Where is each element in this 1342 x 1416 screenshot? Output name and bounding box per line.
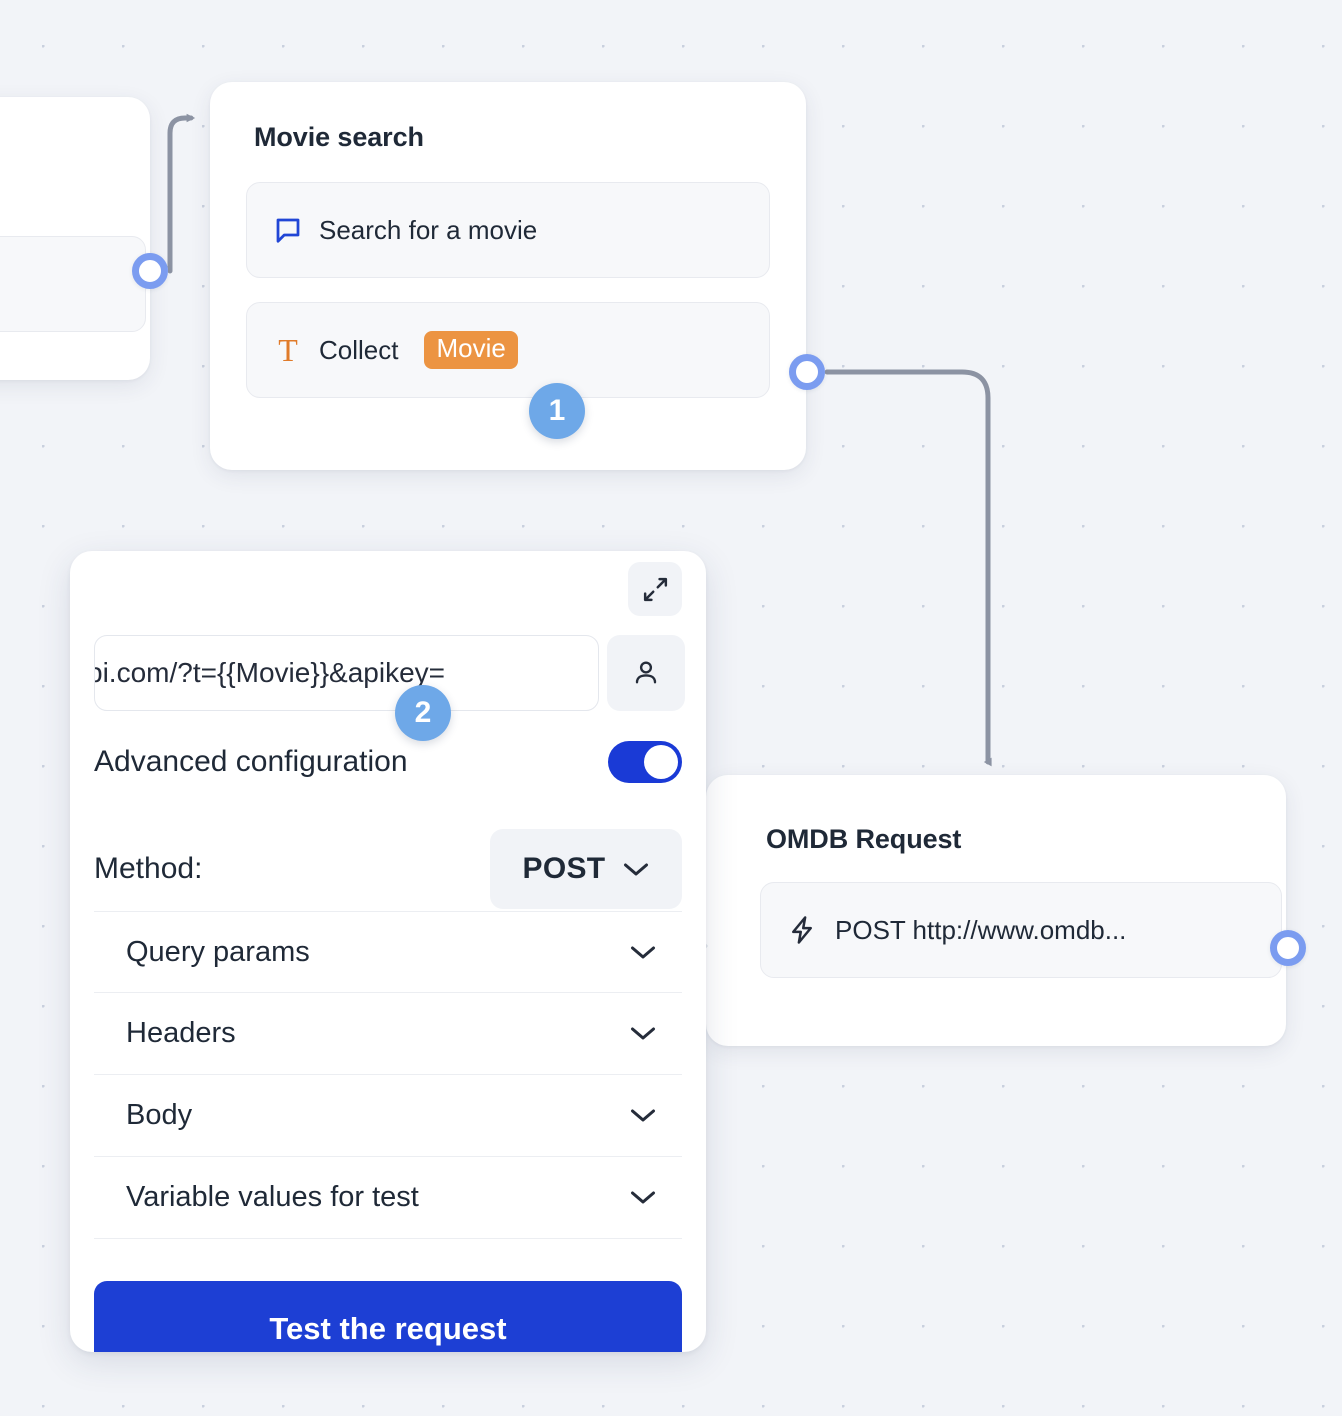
section-variable-values-for-test[interactable]: Variable values for test bbox=[94, 1157, 682, 1239]
section-label: Body bbox=[126, 1099, 193, 1131]
section-label: Headers bbox=[126, 1017, 236, 1049]
output-port-movie-search[interactable] bbox=[789, 354, 825, 390]
person-icon bbox=[635, 661, 657, 684]
chat-bubble-icon bbox=[276, 218, 300, 243]
lightning-bolt-icon bbox=[792, 916, 812, 944]
auth-user-button[interactable] bbox=[607, 635, 685, 711]
chevron-down-icon bbox=[631, 946, 655, 958]
request-config-panel[interactable]: pi.com/?t={{Movie}}&apikey= Advanced con… bbox=[70, 551, 706, 1352]
request-url-value: pi.com/?t={{Movie}}&apikey= bbox=[94, 657, 446, 688]
chevron-down-icon bbox=[631, 1109, 655, 1122]
url-row: pi.com/?t={{Movie}}&apikey= bbox=[94, 635, 685, 711]
node-title: OMDB Request bbox=[766, 824, 962, 854]
section-query-params[interactable]: Query params bbox=[94, 911, 682, 993]
method-label: Method: bbox=[94, 852, 203, 885]
node-row-label: POST http://www.omdb... bbox=[835, 914, 1127, 945]
method-value: POST bbox=[522, 852, 606, 885]
section-label: Variable values for test bbox=[126, 1181, 419, 1213]
node-card-omdb-request[interactable]: OMDB Request POST http://www.omdb... bbox=[689, 775, 1286, 1046]
variable-chip-movie[interactable]: Movie bbox=[424, 331, 518, 369]
chevron-down-icon bbox=[631, 1191, 655, 1204]
node-row-search-for-a-movie[interactable]: Search for a movie bbox=[246, 182, 770, 278]
node-row-collect-movie[interactable]: T Collect Movie bbox=[246, 302, 770, 398]
advanced-configuration-toggle[interactable] bbox=[608, 741, 682, 783]
test-the-request-button[interactable]: Test the request bbox=[94, 1281, 682, 1352]
node-row-label: Collect bbox=[319, 334, 399, 365]
section-body[interactable]: Body bbox=[94, 1075, 682, 1157]
step-marker-2: 2 bbox=[395, 685, 451, 741]
expand-diagonal-icon bbox=[643, 577, 667, 601]
node-row-label: Search for a movie bbox=[319, 214, 538, 245]
section-label: Query params bbox=[126, 935, 310, 968]
section-headers[interactable]: Headers bbox=[94, 993, 682, 1075]
node-card-partial[interactable] bbox=[0, 97, 150, 380]
text-input-icon: T bbox=[278, 332, 298, 368]
step-marker-1: 1 bbox=[529, 383, 585, 439]
chevron-down-icon bbox=[631, 1027, 655, 1040]
chevron-down-icon bbox=[624, 863, 649, 875]
method-select[interactable]: POST bbox=[490, 829, 682, 909]
expand-panel-button[interactable] bbox=[628, 562, 682, 616]
config-sections: Query params Headers Body Variable value… bbox=[94, 911, 682, 1239]
output-port-partial-node[interactable] bbox=[132, 253, 168, 289]
request-url-field[interactable]: pi.com/?t={{Movie}}&apikey= bbox=[94, 635, 599, 711]
advanced-configuration-row: Advanced configuration bbox=[94, 741, 682, 783]
node-row-post-request[interactable]: POST http://www.omdb... bbox=[760, 882, 1282, 978]
node-title: Movie search bbox=[254, 122, 424, 152]
node-row[interactable] bbox=[0, 236, 146, 332]
method-row: Method: POST bbox=[94, 829, 682, 909]
output-port-omdb-request[interactable] bbox=[1270, 930, 1306, 966]
advanced-configuration-label: Advanced configuration bbox=[94, 745, 408, 778]
node-card-movie-search[interactable]: Movie search Search for a movie T Collec… bbox=[210, 82, 806, 470]
